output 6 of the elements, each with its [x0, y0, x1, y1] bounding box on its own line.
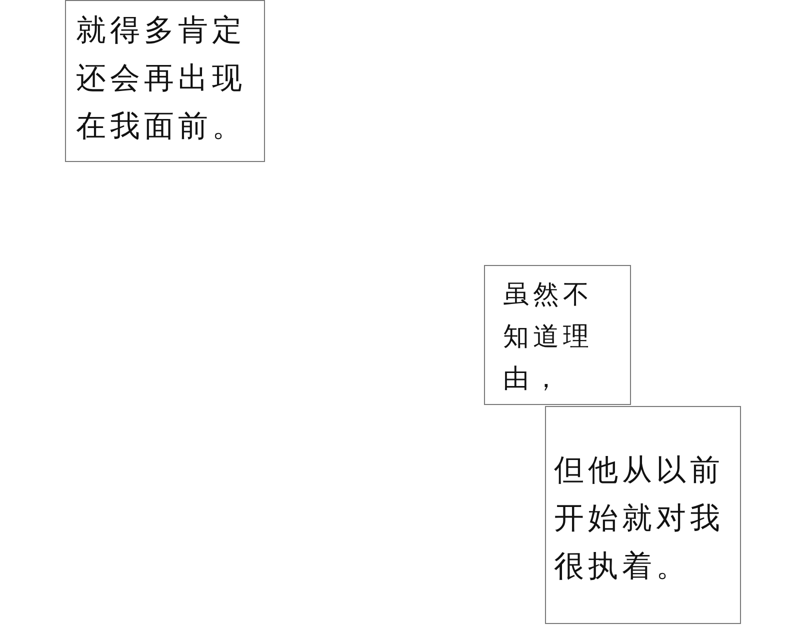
narration-text: 但他从以前开始就对我很执着。: [554, 452, 725, 586]
caption-box: [484, 265, 631, 405]
caption-box: [545, 406, 741, 624]
caption-box: [65, 0, 265, 162]
narration-text: 虽然不知道理由，: [503, 279, 594, 396]
narration-text: 就得多肯定还会再出现在我面前。: [76, 12, 247, 146]
